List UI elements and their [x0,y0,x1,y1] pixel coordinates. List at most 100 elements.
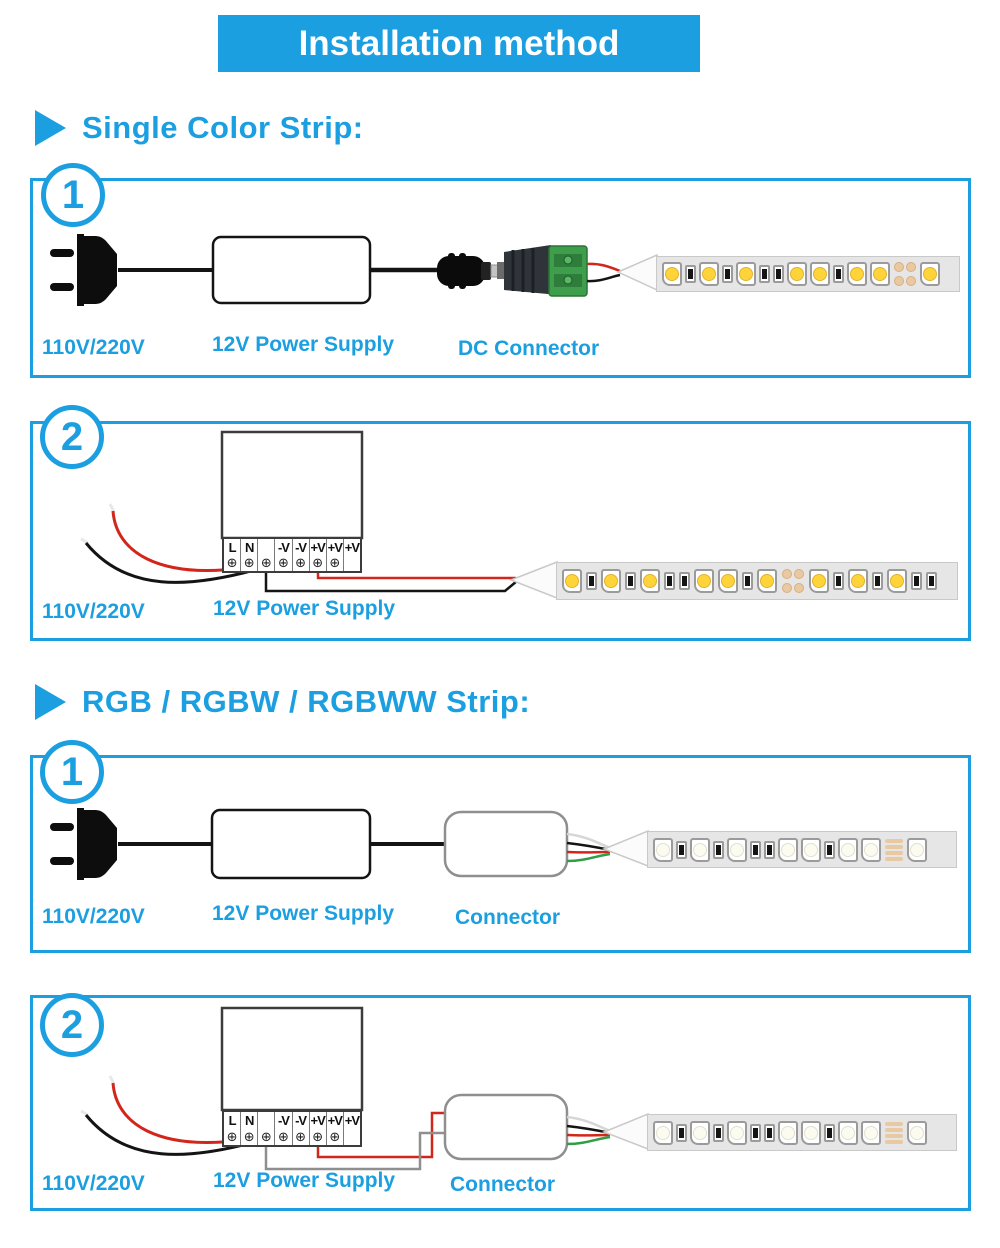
resistor-chip [764,840,775,859]
chip-detail [841,1125,855,1140]
led-chip [736,262,756,286]
terminal-cell: N⊕ [240,1112,257,1145]
caption-dc-connector: DC Connector [458,337,600,360]
led-chip [870,262,890,286]
chip-detail [893,275,904,286]
resistor-chip [676,1123,687,1142]
chip-detail [643,574,657,588]
screw-icon: ⊕ [243,556,255,571]
terminal-block: L⊕N⊕⊕-V⊕-V⊕+V⊕+V⊕+V [222,1110,362,1147]
resistor-chip [713,1123,724,1142]
chip-detail [836,576,841,586]
chip-detail [790,267,804,281]
chip-detail [688,269,693,279]
terminal-label: +V [344,540,360,555]
resistor-chip [911,572,922,590]
led-chip [640,569,660,593]
chip-detail [730,1125,744,1140]
terminal-cell: L⊕ [224,539,240,571]
led-chip [727,1120,747,1145]
chip-detail [850,267,864,281]
terminal-label: L [228,1113,237,1128]
chip-detail [656,1125,670,1140]
chip-detail [697,574,711,588]
terminal-label: L [228,540,237,555]
resistor-chip [759,265,770,283]
solder-pads [781,568,805,594]
led-chip [562,569,582,593]
screw-icon: ⊕ [277,556,289,571]
led-chip [727,837,747,862]
screw-icon: ⊕ [312,556,324,571]
terminal-label: -V [277,540,290,555]
chip-detail [864,842,878,857]
resistor-chip [722,265,733,283]
chip-detail [793,569,804,580]
caption-connector: Connector [455,906,560,929]
screw-icon: ⊕ [260,556,272,571]
terminal-cell: N⊕ [240,539,257,571]
led-chip [699,262,719,286]
section-heading-single-color: Single Color Strip: [35,110,364,146]
terminal-cell: -V⊕ [291,539,309,571]
terminal-cell: +V [342,539,360,571]
led-chip [907,837,927,862]
terminal-label: +V [327,1113,343,1128]
led-chip [920,262,940,286]
chip-detail [885,850,903,855]
chip-detail [760,574,774,588]
chip-detail [753,844,758,855]
led-chip [787,262,807,286]
led-chip [838,1120,858,1145]
step-number-badge: 1 [40,740,104,804]
panel-single-step2 [30,421,971,641]
led-chip [810,262,830,286]
resistor-chip [679,572,690,590]
resistor-chip [685,265,696,283]
chip-detail [679,844,684,855]
terminal-cell: +V⊕ [308,1112,326,1145]
chip-detail [804,842,818,857]
chip-detail [781,569,792,580]
caption-voltage: 110V/220V [42,905,145,928]
chip-detail [885,1133,903,1138]
resistor-chip [664,572,675,590]
led-chip [778,837,798,862]
chip-detail [875,576,880,586]
solder-pads [884,1120,904,1146]
chip-detail [693,842,707,857]
chip-detail [836,269,841,279]
chip-detail [893,262,904,273]
terminal-label: -V [295,1113,307,1128]
chip-detail [739,267,753,281]
chip-detail [667,576,672,586]
resistor-chip [824,1123,835,1142]
chip-detail [910,842,924,857]
terminal-block: L⊕N⊕⊕-V⊕-V⊕+V⊕+V⊕+V [222,537,362,573]
resistor-chip [713,840,724,859]
resistor-chip [750,1123,761,1142]
step-number-badge: 1 [41,163,105,227]
led-chip [694,569,714,593]
terminal-cell: L⊕ [224,1112,240,1145]
chip-detail [721,574,735,588]
led-chip [778,1120,798,1145]
caption-connector: Connector [450,1173,555,1196]
chip-detail [827,844,832,855]
led-chip [847,262,867,286]
chip-detail [885,1127,903,1132]
resistor-chip [742,572,753,590]
led-chip [801,837,821,862]
chip-detail [841,842,855,857]
led-chip [801,1120,821,1145]
terminal-cell: -V⊕ [274,1112,291,1145]
terminal-cell: +V [342,1112,360,1145]
chip-detail [762,269,767,279]
led-strip-single [656,256,960,292]
led-chip [718,569,738,593]
terminal-label: N [244,540,254,555]
resistor-chip [625,572,636,590]
caption-voltage: 110V/220V [42,600,145,623]
caption-voltage: 110V/220V [42,1172,145,1195]
chip-detail [905,275,916,286]
